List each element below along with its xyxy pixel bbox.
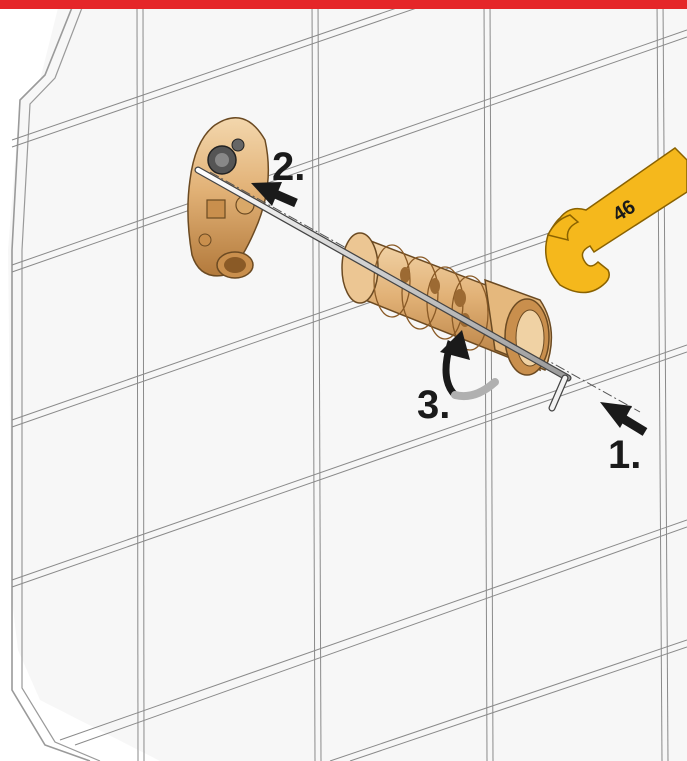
header-bar (0, 0, 687, 9)
step-label-2: 2. (272, 145, 305, 189)
step-label-3: 3. (417, 383, 450, 427)
step-label-1: 1. (608, 433, 641, 477)
tile-wall (8, 0, 687, 761)
